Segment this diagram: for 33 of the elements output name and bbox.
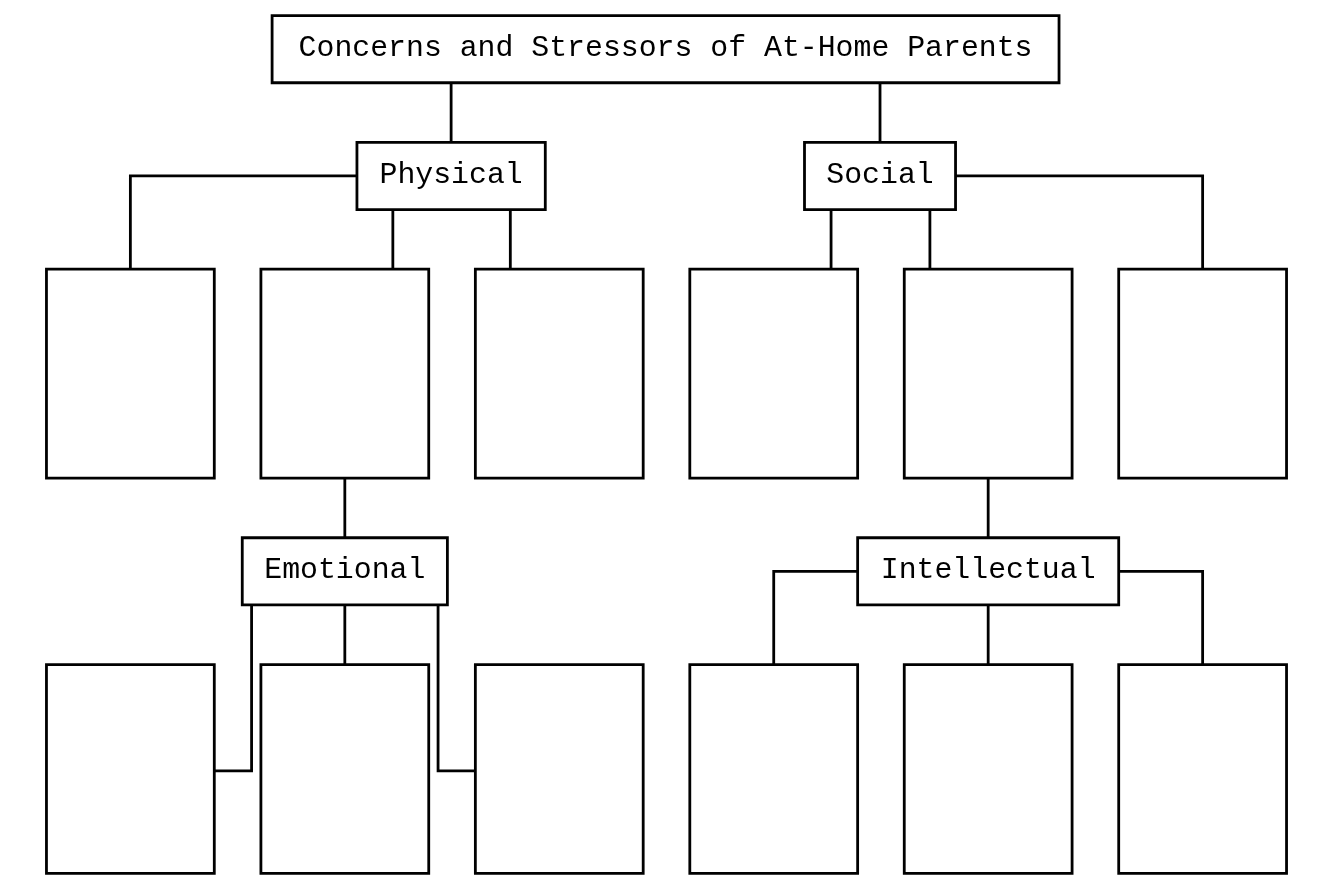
connector	[829, 210, 833, 270]
connector	[986, 478, 990, 538]
node-box: Intellectual	[856, 536, 1121, 607]
node-box: Physical	[355, 141, 547, 211]
connector	[128, 174, 357, 269]
connector	[1119, 569, 1205, 665]
connector	[772, 569, 858, 665]
node-box	[473, 663, 645, 875]
connector	[449, 83, 453, 142]
connector	[508, 210, 512, 270]
connector	[955, 174, 1205, 269]
connector	[214, 605, 253, 773]
connector	[343, 478, 347, 538]
node-box: Emotional	[240, 536, 449, 607]
connector	[878, 83, 882, 142]
node-box	[1117, 663, 1288, 875]
node-box	[45, 663, 216, 875]
node-box	[45, 267, 216, 480]
connector	[986, 605, 990, 665]
node-box	[688, 267, 860, 480]
node-box: Concerns and Stressors of At-Home Parents	[270, 14, 1061, 85]
node-box: Social	[803, 141, 957, 211]
node-box	[688, 663, 860, 875]
node-box	[259, 267, 431, 480]
node-box	[259, 663, 431, 875]
connector	[928, 210, 932, 270]
node-box	[1117, 267, 1288, 480]
node-box	[473, 267, 645, 480]
node-box	[902, 267, 1074, 480]
connector	[343, 605, 347, 665]
connector	[391, 210, 395, 270]
node-box	[902, 663, 1074, 875]
connector	[436, 605, 476, 773]
